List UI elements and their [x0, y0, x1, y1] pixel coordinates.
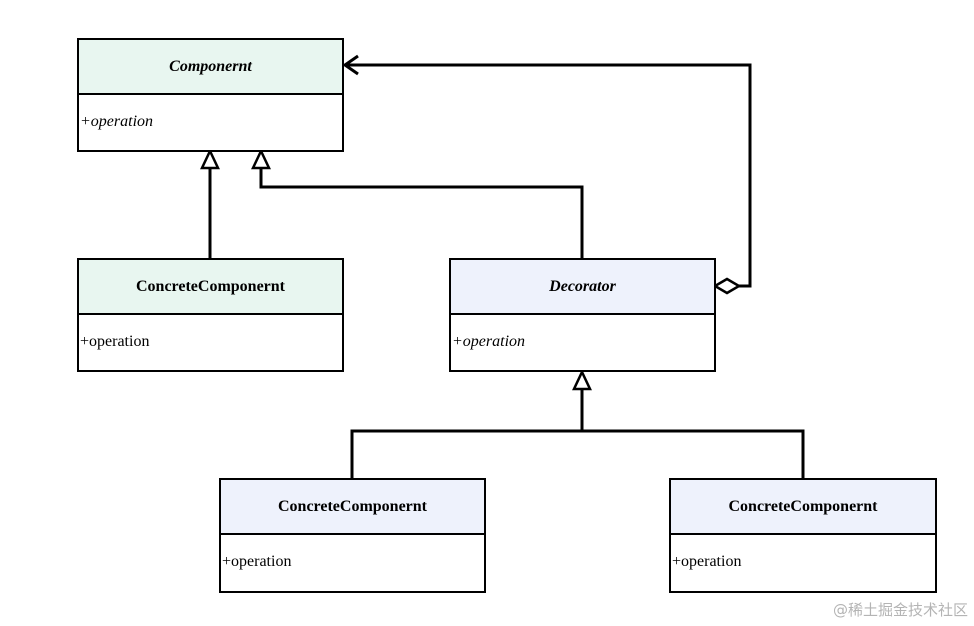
decorator-class-name: Decorator — [451, 260, 714, 315]
component-class-name: Componernt — [79, 40, 342, 95]
concrete-decorator-b-class-name: ConcreteComponernt — [671, 480, 935, 535]
decorator-operation: +operation — [452, 333, 526, 350]
aggregation-diamond — [712, 277, 742, 295]
aggregation-arrowhead — [342, 54, 359, 76]
concrete-decorator-b-operation: +operation — [672, 553, 742, 570]
concrete-decorator-a-class[interactable]: ConcreteComponernt +operation — [219, 478, 486, 593]
concrete-component-class[interactable]: ConcreteComponernt +operation — [77, 258, 344, 372]
generalization-arrowhead-concrete-decorators — [572, 369, 592, 391]
generalization-line-concrete-decorators — [350, 429, 805, 478]
aggregation-line — [346, 63, 752, 288]
watermark: @稀土掘金技术社区 — [832, 601, 968, 619]
concrete-decorator-b-class[interactable]: ConcreteComponernt +operation — [669, 478, 937, 593]
decorator-class[interactable]: Decorator +operation — [449, 258, 716, 372]
concrete-component-class-name: ConcreteComponernt — [79, 260, 342, 315]
concrete-decorator-a-class-name: ConcreteComponernt — [221, 480, 484, 535]
component-operation: +operation — [80, 113, 154, 130]
generalization-arrowhead-concrete — [200, 148, 220, 170]
concrete-component-operation: +operation — [80, 333, 150, 350]
generalization-line-decorator — [259, 168, 584, 258]
component-class[interactable]: Componernt +operation — [77, 38, 344, 152]
concrete-decorator-a-operation: +operation — [222, 553, 292, 570]
generalization-arrowhead-decorator — [251, 148, 271, 170]
